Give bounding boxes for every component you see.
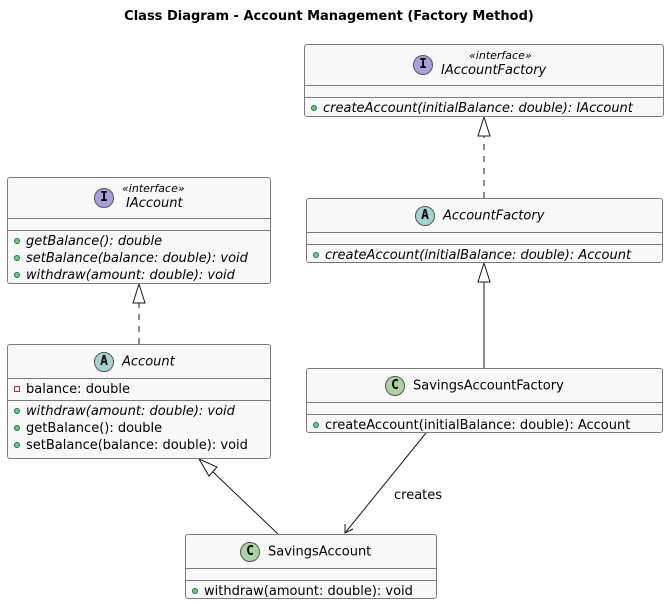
creates-edge [344, 432, 427, 534]
inheritance-arrowhead-account [197, 457, 218, 477]
class-iaccountfactory[interactable]: I «interface» IAccountFactory createAcco… [304, 44, 664, 117]
method-item: createAccount(initialBalance: double): I… [311, 100, 663, 117]
class-name: AccountFactory [443, 208, 545, 223]
creates-label: creates [394, 488, 443, 503]
public-icon [313, 422, 319, 428]
class-name: IAccountFactory [441, 63, 547, 78]
realization-arrowhead-iaccountfactory [477, 115, 491, 137]
public-icon [313, 252, 319, 258]
class-name: Account [122, 354, 175, 369]
methods-section: withdraw(amount: double): void getBalanc… [8, 401, 270, 456]
class-savingsaccount[interactable]: C SavingsAccount withdraw(amount: double… [185, 534, 437, 599]
fields-section: balance: double [8, 379, 270, 401]
method-item: withdraw(amount: double): void [14, 403, 270, 420]
class-badge-icon: C [385, 375, 405, 396]
class-header: C SavingsAccountFactory [307, 369, 662, 403]
methods-section: createAccount(initialBalance: double): I… [305, 98, 663, 119]
public-icon [14, 442, 20, 448]
public-icon [14, 255, 20, 261]
class-header: A AccountFactory [307, 199, 662, 233]
interface-badge-icon: I [413, 55, 433, 75]
class-header: C SavingsAccount [186, 535, 436, 569]
field-item: balance: double [14, 381, 270, 398]
abstract-badge-icon: A [94, 351, 114, 372]
method-item: setBalance(balance: double): void [14, 250, 270, 267]
fields-section [307, 233, 662, 245]
methods-section: withdraw(amount: double): void [186, 581, 436, 602]
abstract-badge-icon: A [415, 205, 435, 226]
class-name: SavingsAccount [268, 544, 372, 559]
class-badge-icon: C [240, 541, 260, 562]
methods-section: getBalance(): double setBalance(balance:… [8, 231, 270, 286]
method-item: createAccount(initialBalance: double): A… [313, 417, 662, 434]
class-header: I «interface» IAccount [8, 178, 270, 219]
method-item: setBalance(balance: double): void [14, 437, 270, 454]
public-icon [14, 408, 20, 414]
methods-section: createAccount(initialBalance: double): A… [307, 415, 662, 436]
public-icon [14, 272, 20, 278]
method-item: createAccount(initialBalance: double): A… [313, 247, 662, 264]
class-header: I «interface» IAccountFactory [305, 45, 663, 86]
public-icon [14, 238, 20, 244]
inheritance-arrowhead-accountfactory [477, 261, 491, 283]
public-icon [192, 588, 198, 594]
method-item: getBalance(): double [14, 420, 270, 437]
methods-section: createAccount(initialBalance: double): A… [307, 245, 662, 266]
method-item: withdraw(amount: double): void [14, 267, 270, 284]
class-account[interactable]: A Account balance: double withdraw(amoun… [7, 344, 271, 459]
stereotype-label: «interface» [469, 49, 532, 62]
class-name: SavingsAccountFactory [413, 378, 564, 393]
interface-badge-icon: I [94, 188, 114, 208]
fields-section [307, 403, 662, 415]
creates-arrowhead [344, 524, 354, 534]
fields-section [305, 86, 663, 98]
class-savingsaccountfactory[interactable]: C SavingsAccountFactory createAccount(in… [306, 368, 663, 433]
private-icon [14, 386, 20, 392]
method-item: withdraw(amount: double): void [192, 583, 436, 600]
realization-arrowhead-iaccount [132, 282, 146, 304]
class-iaccount[interactable]: I «interface» IAccount getBalance(): dou… [7, 177, 271, 284]
public-icon [14, 425, 20, 431]
class-accountfactory[interactable]: A AccountFactory createAccount(initialBa… [306, 198, 663, 263]
fields-section [8, 219, 270, 231]
class-header: A Account [8, 345, 270, 379]
class-name: IAccount [126, 196, 183, 211]
inheritance-edge-savingsaccount [212, 471, 279, 535]
method-item: getBalance(): double [14, 233, 270, 250]
diagram-title: Class Diagram - Account Management (Fact… [124, 9, 534, 24]
stereotype-label: «interface» [122, 182, 185, 195]
fields-section [186, 569, 436, 581]
public-icon [311, 105, 317, 111]
